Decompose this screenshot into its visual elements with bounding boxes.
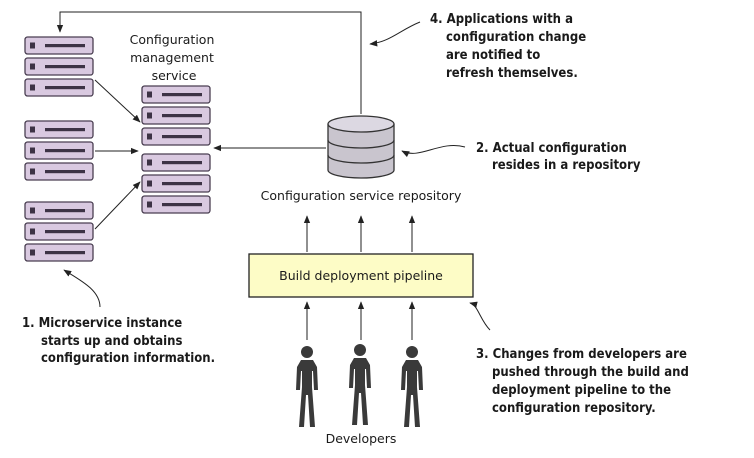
microservice-stack-3 bbox=[24, 201, 94, 262]
repository-database-icon bbox=[327, 115, 395, 179]
note-1: 1. Microservice instance starts up and o… bbox=[22, 316, 215, 366]
developer-person-icon-3 bbox=[401, 346, 423, 427]
developer-person-icon-1 bbox=[296, 346, 318, 427]
config-service-servers bbox=[141, 85, 211, 214]
notify-refresh-arrow bbox=[56, 11, 362, 114]
microservice-stack-2 bbox=[24, 120, 94, 181]
pipeline-to-repo-arrows bbox=[303, 215, 416, 252]
pipeline-label: Build deployment pipeline bbox=[279, 268, 443, 283]
microservice-arrows bbox=[94, 79, 141, 230]
note-3: 3. Changes from developers are pushed th… bbox=[476, 347, 693, 416]
note-4: 4. Applications with a configuration cha… bbox=[430, 12, 590, 81]
developer-person-icon-2 bbox=[349, 344, 371, 425]
note-2: 2. Actual configuration resides in a rep… bbox=[476, 141, 641, 173]
build-pipeline-box bbox=[248, 253, 474, 298]
callout-curves bbox=[63, 21, 491, 331]
developers-label: Developers bbox=[326, 431, 397, 446]
config-service-label: Configuration management service bbox=[130, 32, 219, 83]
microservice-stack-1 bbox=[24, 36, 94, 97]
repository-label: Configuration service repository bbox=[261, 188, 462, 203]
developers-to-pipeline-arrows bbox=[303, 301, 416, 340]
